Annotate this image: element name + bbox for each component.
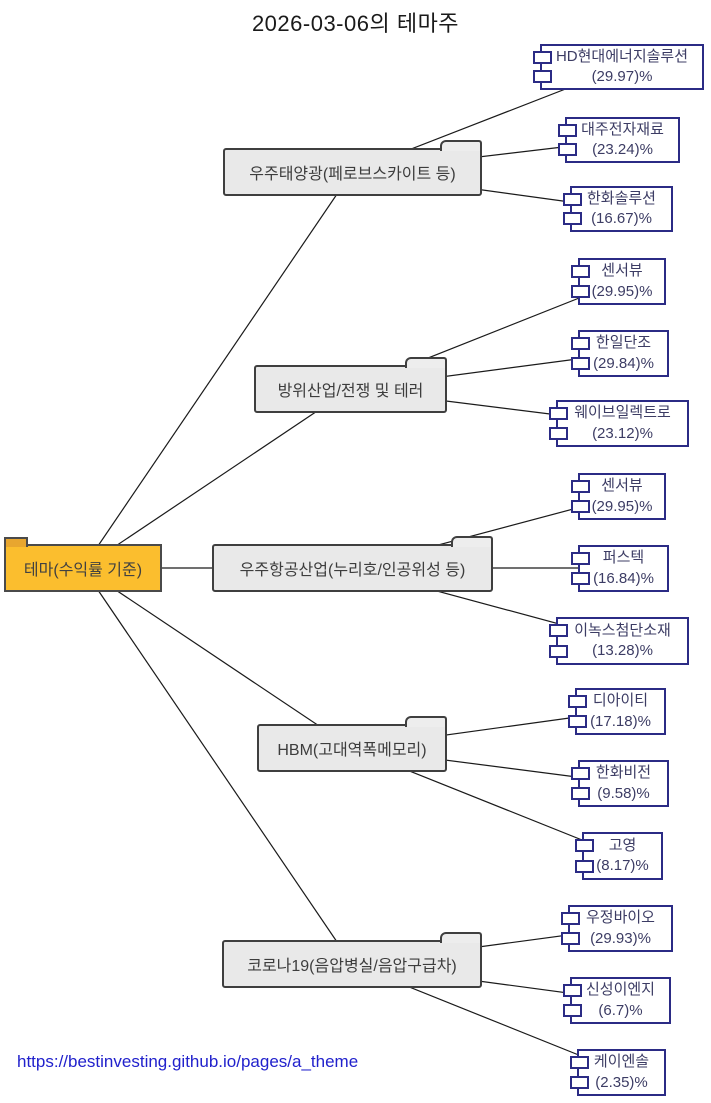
stock-change: (16.84)%: [593, 569, 654, 587]
stock-node: 센서뷰 (29.95)%: [571, 473, 666, 520]
stock-node: 한화비전 (9.58)%: [571, 760, 669, 807]
stock-change: (8.17)%: [596, 857, 649, 874]
stock-change: (29.95)%: [591, 497, 653, 515]
root-node: 테마(수익률 기준): [4, 537, 162, 592]
theme-node-5: 코로나19(음압병실/음압구급차): [222, 932, 482, 988]
stock-name: 센서뷰: [601, 477, 643, 495]
stock-node: 센서뷰 (29.95)%: [571, 258, 666, 305]
stock-change: (23.12)%: [592, 424, 653, 442]
stock-node: 디아이티 (17.18)%: [568, 688, 666, 735]
theme-node-label: HBM(고대역폭메모리): [277, 742, 427, 759]
stock-name: 한화비전: [595, 764, 652, 782]
theme-node-label: 우주항공산업(누리호/인공위성 등): [239, 562, 466, 579]
stock-name: 한일단조: [595, 334, 652, 352]
stock-name: 우정바이오: [585, 909, 655, 927]
stock-change: (6.7)%: [598, 1001, 643, 1019]
footer-link[interactable]: https://bestinvesting.github.io/pages/a_…: [17, 1052, 359, 1071]
stock-change: (16.67)%: [591, 210, 652, 227]
stock-node: 퍼스텍 (16.84)%: [571, 545, 669, 592]
theme-node-2: 방위산업/전쟁 및 테러: [254, 357, 447, 413]
page-title: 2026-03-06의 테마주: [251, 11, 460, 36]
theme-node-label: 우주태양광(페로브스카이트 등): [249, 166, 456, 183]
stock-name: 퍼스텍: [602, 549, 645, 567]
stock-name: 신성이엔지: [585, 981, 655, 999]
stock-name: 고영: [608, 836, 637, 854]
stock-name: HD현대에너지솔루션: [555, 47, 689, 65]
stock-name: 이녹스첨단소재: [574, 621, 671, 639]
stock-change: (17.18)%: [590, 712, 651, 730]
stock-name: 센서뷰: [601, 262, 643, 280]
stock-change: (29.95)%: [591, 282, 653, 300]
theme-node-1: 우주태양광(페로브스카이트 등): [223, 140, 482, 196]
stock-node: 케이엔솔 (2.35)%: [570, 1049, 666, 1096]
stock-name: 웨이브일렉트로: [574, 404, 671, 422]
stock-node: 웨이브일렉트로 (23.12)%: [549, 400, 689, 447]
stock-change: (9.58)%: [597, 784, 650, 802]
stock-name: 케이엔솔: [593, 1053, 650, 1071]
stock-node: 고영 (8.17)%: [575, 832, 663, 880]
stock-node: 신성이엔지 (6.7)%: [563, 977, 671, 1024]
root-node-label: 테마(수익률 기준): [23, 562, 143, 579]
stock-node: HD현대에너지솔루션 (29.97)%: [533, 44, 704, 90]
theme-node-label: 방위산업/전쟁 및 테러: [277, 383, 424, 400]
theme-node-4: HBM(고대역폭메모리): [257, 716, 447, 772]
stock-node: 대주전자재료 (23.24)%: [558, 117, 680, 163]
theme-node-3: 우주항공산업(누리호/인공위성 등): [212, 536, 493, 592]
stock-node: 한화솔루션 (16.67)%: [563, 186, 673, 232]
stock-change: (23.24)%: [592, 141, 653, 158]
stock-change: (2.35)%: [595, 1073, 648, 1091]
stock-name: 한화솔루션: [586, 189, 656, 207]
stock-name: 디아이티: [592, 692, 649, 710]
stock-node: 이녹스첨단소재 (13.28)%: [549, 617, 689, 665]
stock-change: (29.93)%: [590, 929, 651, 947]
stock-change: (29.84)%: [593, 354, 654, 372]
stock-name: 대주전자재료: [581, 120, 664, 138]
stock-change: (29.97)%: [591, 68, 653, 85]
stock-node: 우정바이오 (29.93)%: [561, 905, 673, 952]
theme-node-label: 코로나19(음압병실/음압구급차): [247, 958, 457, 975]
stock-node: 한일단조 (29.84)%: [571, 330, 669, 377]
stock-change: (13.28)%: [592, 642, 653, 659]
